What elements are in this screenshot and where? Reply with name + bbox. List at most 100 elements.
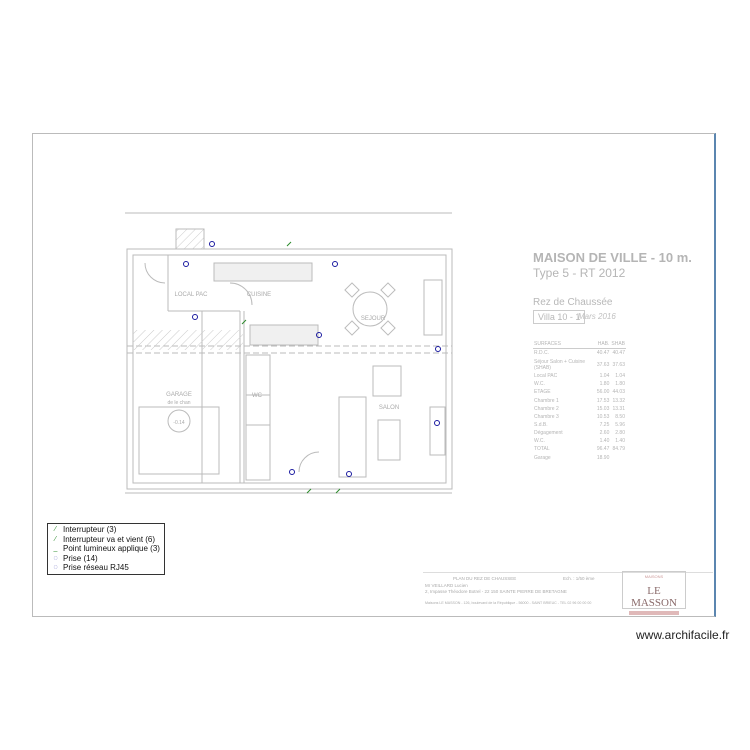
outer-wall bbox=[126, 248, 453, 490]
company-footer: Maisons LE MASSON - 126, boulevard de la… bbox=[425, 601, 592, 605]
table-cell: 40.47 bbox=[596, 350, 610, 357]
outlet-icon bbox=[289, 469, 295, 475]
room-label-sejour: SEJOUR bbox=[361, 316, 386, 322]
client-name: Mr VEILLARD Lucien bbox=[425, 583, 468, 588]
logo-top: MAISONS bbox=[644, 574, 664, 579]
legend-label: Interrupteur (3) bbox=[63, 525, 117, 534]
legend-label: Prise réseau RJ45 bbox=[63, 563, 129, 573]
table-cell: 8.50 bbox=[615, 413, 625, 420]
inner-wall bbox=[132, 254, 447, 484]
switch-icon bbox=[286, 241, 292, 247]
drawing-frame bbox=[32, 133, 716, 617]
table-cell: 1.80 bbox=[615, 380, 625, 387]
table-cell: W.C. bbox=[534, 380, 545, 387]
project-type: Type 5 - RT 2012 bbox=[533, 266, 626, 280]
table-cell: 1.04 bbox=[615, 372, 625, 379]
garage-level: -0.14 bbox=[173, 420, 185, 426]
outlet-icon: ◌ bbox=[53, 554, 58, 562]
plan-date: Mars 2016 bbox=[578, 312, 616, 321]
table-cell: S.d.B. bbox=[534, 421, 548, 428]
header-cell: HAB. bbox=[597, 341, 610, 347]
table-cell: 44.03 bbox=[612, 389, 625, 395]
outlet-icon bbox=[332, 261, 338, 267]
table-cell: ETAGE bbox=[534, 389, 551, 395]
table-cell: 1.04 bbox=[599, 372, 610, 379]
room-label-salon: SALON bbox=[379, 405, 399, 411]
table-cell: Chambre 2 bbox=[534, 405, 559, 412]
switch-icon: ⁄ bbox=[54, 526, 57, 533]
table-cell: 13.32 bbox=[612, 397, 625, 404]
outlet-icon bbox=[435, 346, 441, 352]
wall-light-icon: _ bbox=[53, 545, 58, 553]
legend-item: ⁄ Interrupteur (3) bbox=[52, 525, 160, 535]
watermark: www.archifacile.fr bbox=[636, 628, 730, 642]
table-cell: 5.96 bbox=[615, 421, 625, 428]
legend-item: ◌ Prise réseau RJ45 bbox=[52, 563, 160, 573]
rj45-outlet-icon: ◌ bbox=[53, 564, 58, 572]
legend-label: Point lumineux applique (3) bbox=[63, 544, 160, 554]
two-way-switch-icon: ⁄ bbox=[54, 535, 57, 543]
table-cell: 2.80 bbox=[615, 429, 625, 436]
table-cell: 1.40 bbox=[615, 437, 625, 444]
table-row: Chambre 3 10.53 8.50 bbox=[533, 413, 626, 421]
outlet-icon bbox=[192, 314, 198, 320]
table-cell: Chambre 1 bbox=[534, 397, 559, 404]
outlet-icon bbox=[183, 261, 189, 267]
title-block: PLAN DU REZ DE CHAUSSEE Ech. : 1/50 ème … bbox=[423, 572, 713, 611]
switch-icon bbox=[241, 319, 247, 325]
company-logo: MAISONS LE MASSON bbox=[622, 571, 686, 615]
room-label-wc: WC bbox=[252, 393, 263, 399]
client-address: 2, Impasse Théodore Botrel - 22 150 SAIN… bbox=[425, 589, 567, 594]
table-cell: 84.79 bbox=[612, 446, 625, 452]
header-cell: SURFACES bbox=[534, 341, 561, 347]
table-cell: 13.31 bbox=[612, 405, 625, 412]
table-cell: W.C. bbox=[534, 437, 545, 444]
table-cell: Local PAC bbox=[534, 372, 558, 379]
outlet-icon bbox=[434, 420, 440, 426]
outlet-icon bbox=[209, 241, 215, 247]
table-cell: 18.90 bbox=[596, 455, 610, 461]
table-cell: 10.53 bbox=[596, 413, 610, 420]
table-cell: 2.60 bbox=[599, 429, 610, 436]
legend-item: ⁄ Interrupteur va et vient (6) bbox=[52, 535, 160, 545]
switch-icon bbox=[335, 488, 341, 494]
table-cell: 37.63 bbox=[596, 361, 610, 368]
legend-item: ◌ Prise (14) bbox=[52, 554, 160, 564]
legend-label: Interrupteur va et vient (6) bbox=[63, 534, 156, 544]
table-cell: 7.25 bbox=[599, 421, 610, 428]
legend-item: _ Point lumineux applique (3) bbox=[52, 544, 160, 554]
header-cell: SHAB bbox=[611, 341, 625, 347]
table-cell: 37.63 bbox=[612, 361, 625, 368]
table-cell: R.D.C. bbox=[534, 350, 549, 357]
room-label-garage: GARAGE bbox=[166, 392, 192, 398]
table-cell: 96.47 bbox=[596, 446, 610, 452]
table-cell: 15.03 bbox=[596, 405, 610, 412]
plan-level: Rez de Chaussée bbox=[533, 297, 613, 308]
villa-label: Villa 10 - 1 bbox=[533, 310, 586, 324]
legend: ⁄ Interrupteur (3) ⁄ Interrupteur va et vie… bbox=[47, 523, 165, 575]
outlet-icon bbox=[346, 471, 352, 477]
hatched-zone bbox=[133, 330, 243, 350]
room-label-garage-sub: de le chan bbox=[167, 400, 190, 406]
plan-scale: Ech. : 1/50 ème bbox=[563, 576, 595, 581]
room-label-cuisine: CUISINE bbox=[247, 292, 271, 298]
project-title: MAISON DE VILLE - 10 m. bbox=[533, 250, 692, 265]
room-label-local-pac: LOCAL PAC bbox=[174, 292, 208, 298]
table-cell: 17.53 bbox=[596, 397, 610, 404]
table-cell: Chambre 3 bbox=[534, 413, 559, 420]
switch-icon bbox=[306, 488, 312, 494]
table-cell: 56.00 bbox=[596, 389, 610, 395]
table-row: S.d.B. 7.25 5.96 bbox=[533, 421, 626, 429]
legend-label: Prise (14) bbox=[63, 553, 98, 563]
